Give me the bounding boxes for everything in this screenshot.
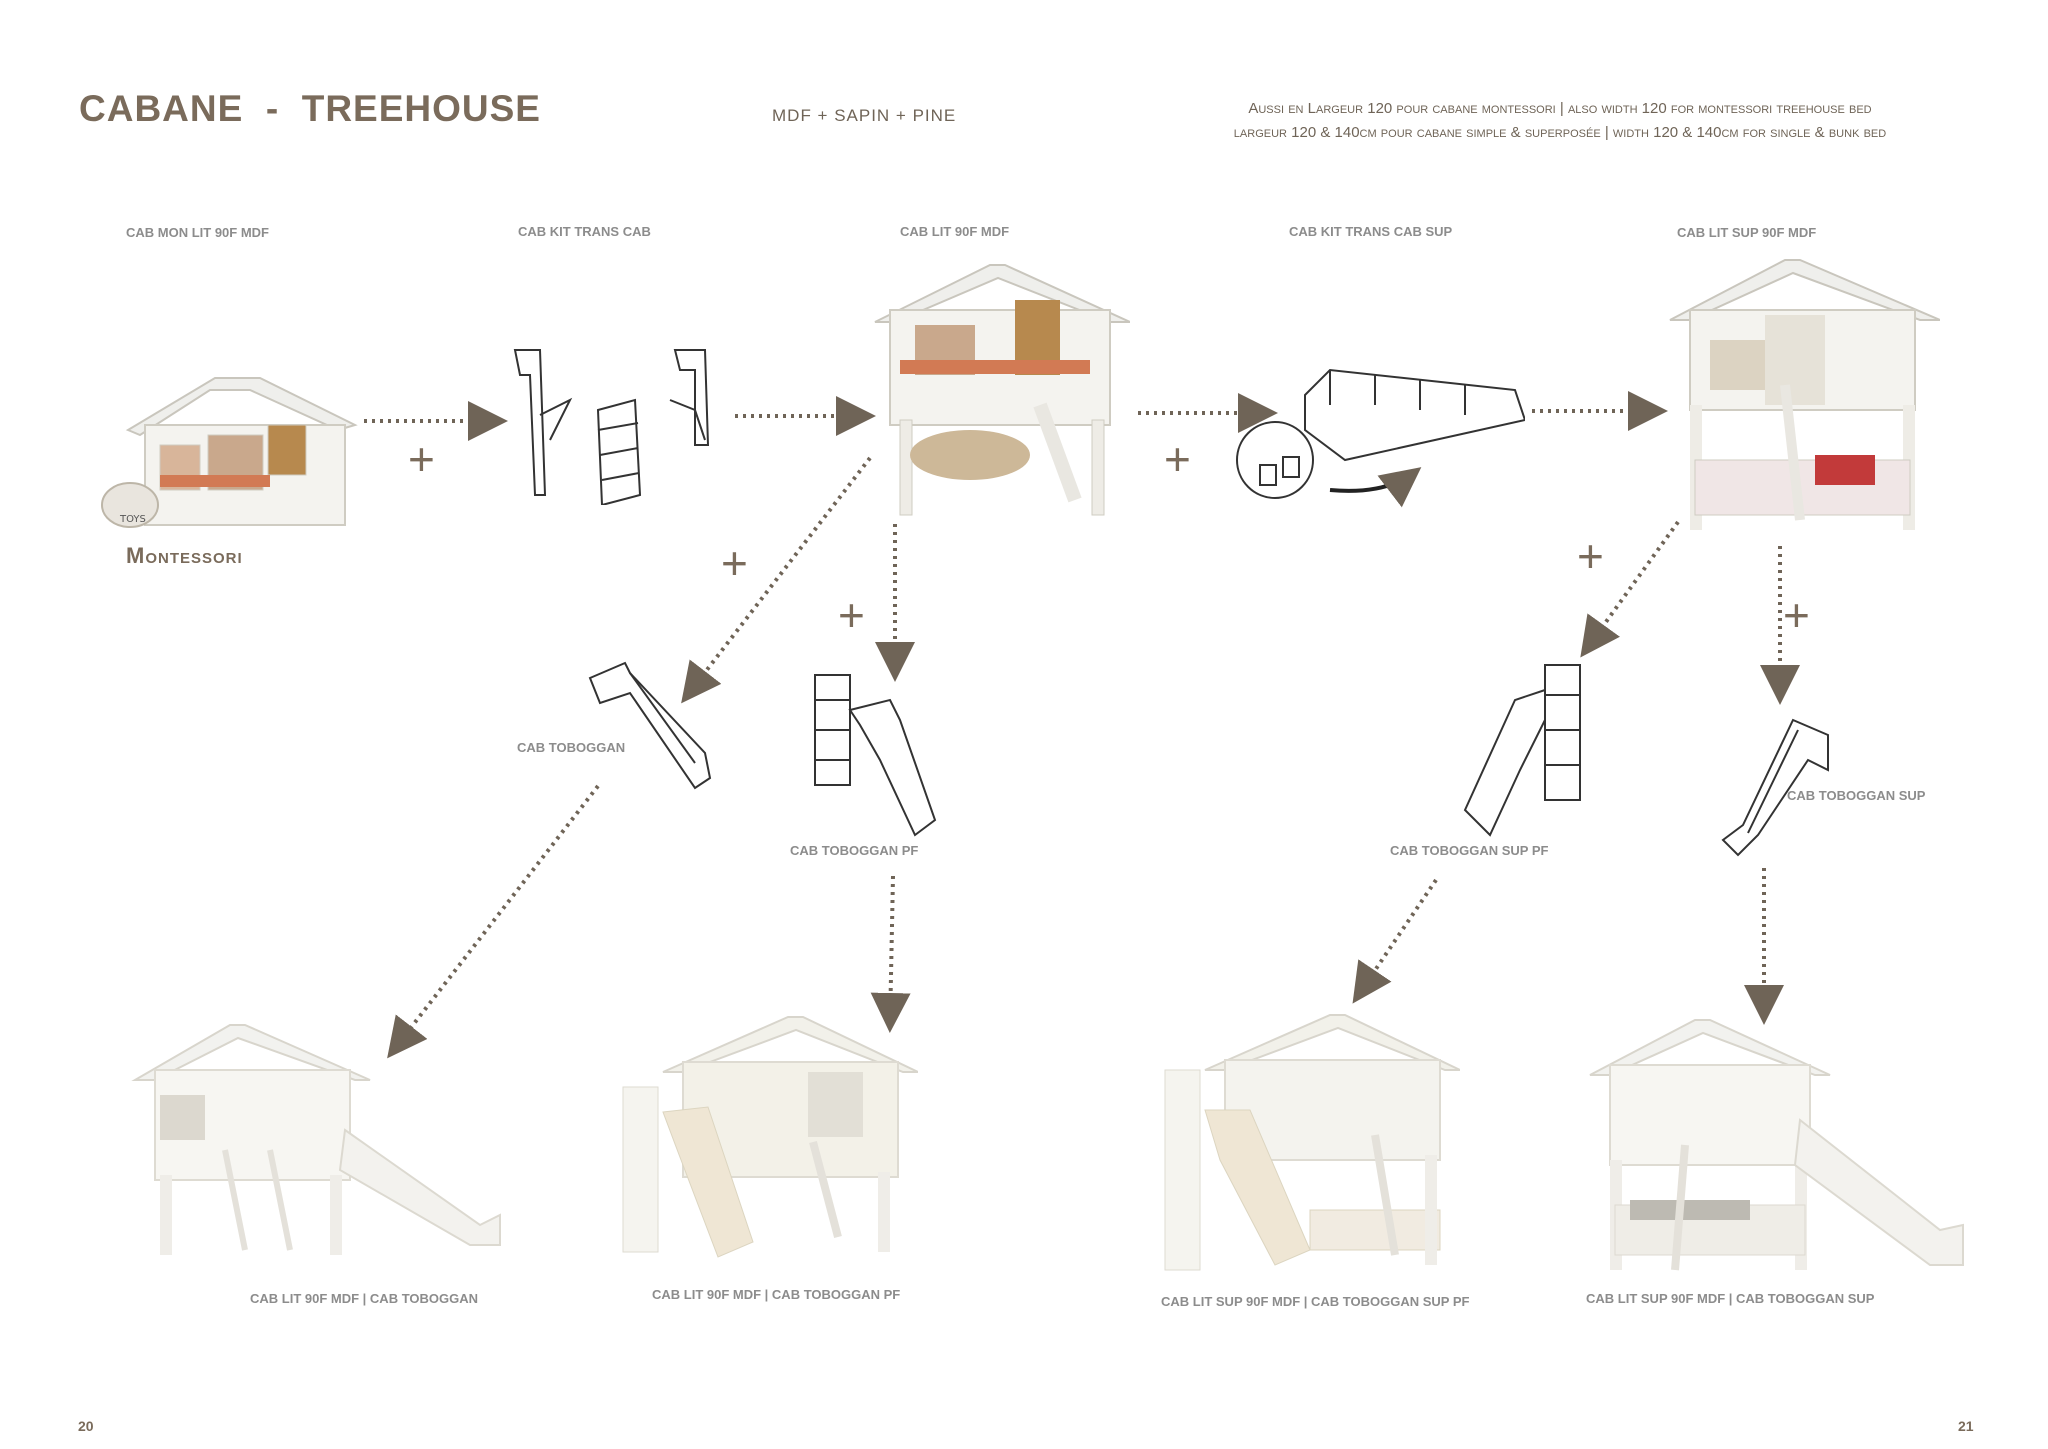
combo-bunk-slide-image <box>1589 1019 1964 1271</box>
arrow <box>387 784 600 1059</box>
label-cab-kit-trans-sup: CAB KIT TRANS CAB SUP <box>1289 224 1453 239</box>
label-cab-kit-trans: CAB KIT TRANS CAB <box>518 224 651 239</box>
plus-sign: + <box>1164 433 1191 485</box>
label-montessori: Montessori <box>126 543 243 568</box>
label-cab-mon-lit: CAB MON LIT 90F MDF <box>126 225 269 240</box>
combo-treehouse-slide-pf-image <box>622 1016 918 1258</box>
slide-platform-image <box>814 674 937 837</box>
label-cab-lit-sup: CAB LIT SUP 90F MDF <box>1677 225 1817 240</box>
label-combo-3: CAB LIT SUP 90F MDF | CAB TOBOGGAN SUP P… <box>1161 1294 1470 1309</box>
plus-sign: + <box>1783 589 1810 641</box>
material-text: MDF + SAPIN + PINE <box>772 106 957 125</box>
page-number-right: 21 <box>1958 1418 1974 1434</box>
size-note-line1: Aussi en Largeur 120 pour cabane montess… <box>1248 100 1872 117</box>
montessori-bed-image: TOYS <box>101 377 358 528</box>
kit-trans-cab-image <box>513 349 710 505</box>
slide-image <box>588 661 712 790</box>
plus-sign: + <box>721 537 748 589</box>
label-combo-4: CAB LIT SUP 90F MDF | CAB TOBOGGAN SUP <box>1586 1291 1875 1306</box>
label-cab-lit: CAB LIT 90F MDF <box>900 224 1010 239</box>
kit-trans-cab-sup-image <box>1236 368 1525 508</box>
svg-text:TOYS: TOYS <box>119 514 146 525</box>
arrow <box>681 456 872 704</box>
plus-sign: + <box>408 433 435 485</box>
label-cab-toboggan: CAB TOBOGGAN <box>517 740 626 755</box>
plus-sign: + <box>1577 530 1604 582</box>
label-cab-toboggan-sup-pf: CAB TOBOGGAN SUP PF <box>1390 843 1549 858</box>
treehouse-bunk-bed-image <box>1669 259 1940 530</box>
plus-sign: + <box>838 589 865 641</box>
label-combo-2: CAB LIT 90F MDF | CAB TOBOGGAN PF <box>652 1287 901 1302</box>
size-note-line2: largeur 120 & 140cm pour cabane simple &… <box>1233 124 1887 141</box>
slide-sup-image <box>1721 718 1829 857</box>
slide-sup-platform-image <box>1463 664 1581 837</box>
treehouse-bed-image <box>874 264 1130 516</box>
label-cab-toboggan-sup: CAB TOBOGGAN SUP <box>1787 788 1926 803</box>
label-combo-1: CAB LIT 90F MDF | CAB TOBOGGAN <box>250 1291 479 1306</box>
arrow <box>1580 520 1680 658</box>
page-title: CABANE - TREEHOUSE <box>79 88 541 129</box>
page-number-left: 20 <box>78 1418 94 1434</box>
arrow <box>1352 878 1438 1004</box>
label-cab-toboggan-pf: CAB TOBOGGAN PF <box>790 843 919 858</box>
arrow <box>870 875 911 1033</box>
combo-treehouse-slide-image <box>131 1024 501 1255</box>
combo-bunk-slide-pf-image <box>1164 1014 1460 1271</box>
